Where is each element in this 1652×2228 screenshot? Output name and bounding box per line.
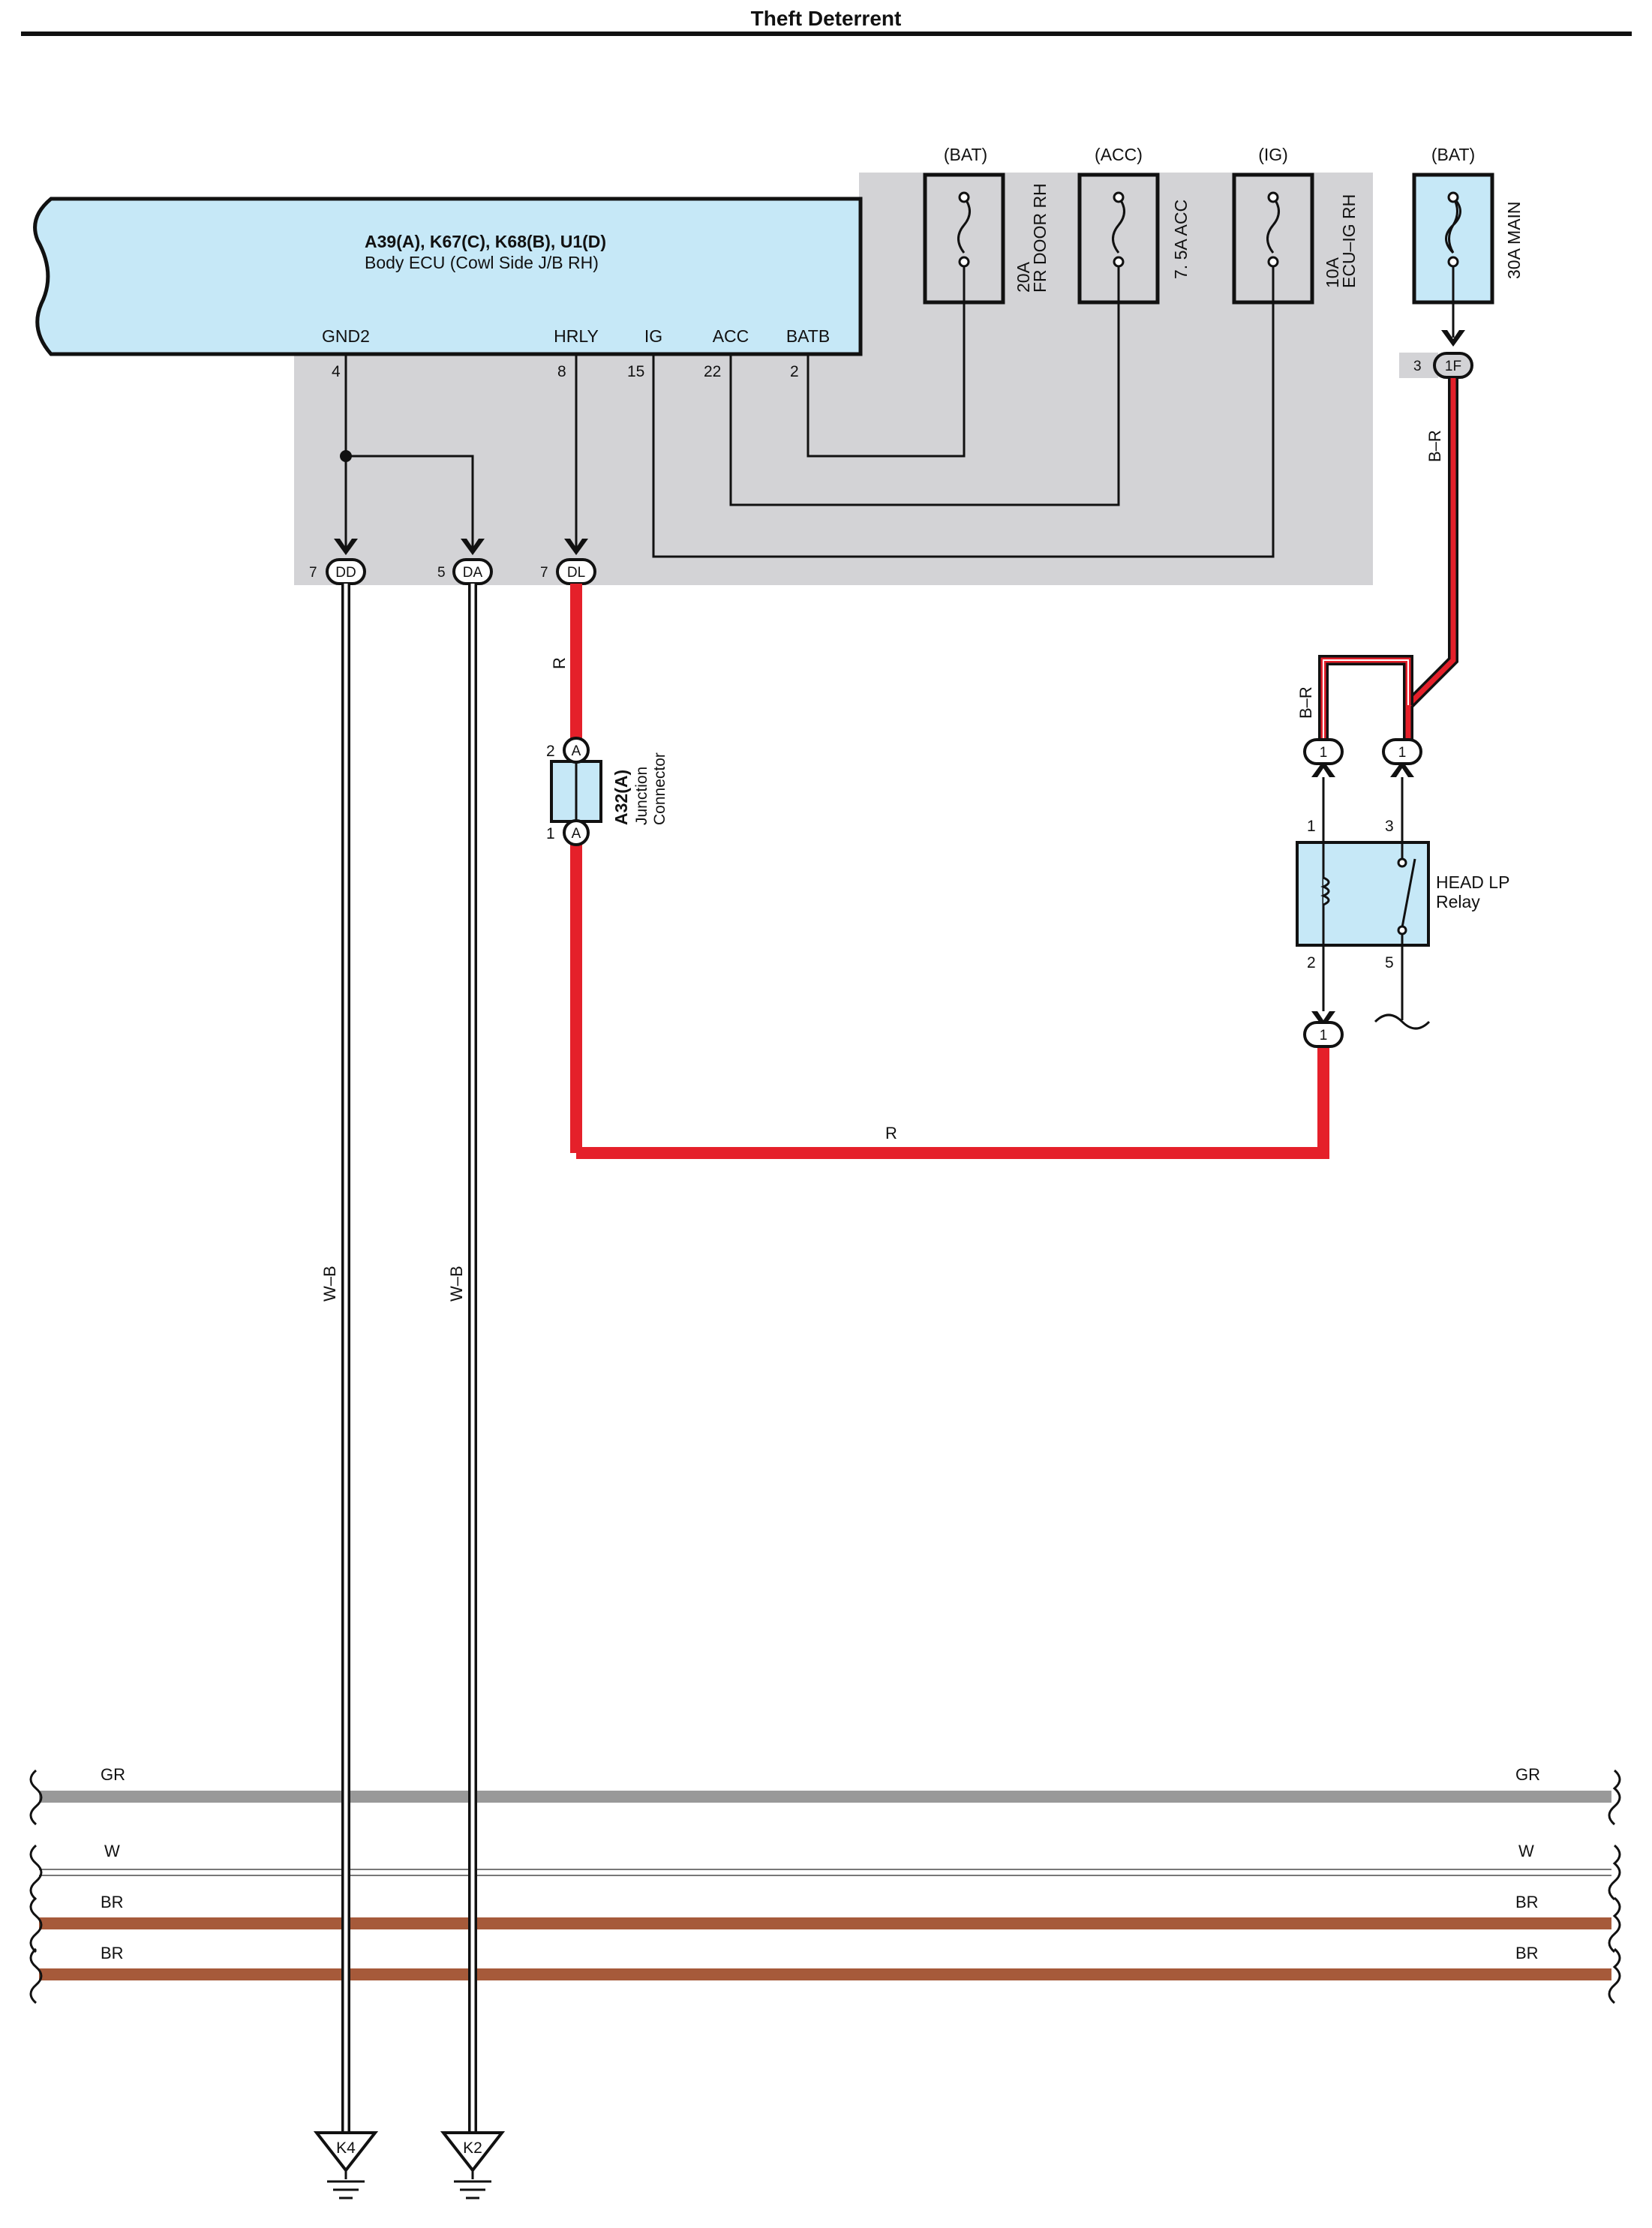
wire-label-w-b-left: W–B [320,1266,339,1302]
supply-label-ig: (IG) [1258,145,1288,164]
relay-switch-icon [1401,858,1416,928]
pin-num-hrly: 8 [557,363,566,380]
junction-name-2: Connector [651,752,668,825]
connector-da: 5 DA [437,558,493,585]
junction-block-area-lower [294,347,1373,585]
fusible-link-30a-main: 30A MAIN [1412,173,1524,305]
relay-pin-2: 2 [1307,954,1316,971]
relay-pin-3: 3 [1385,818,1394,835]
fuse-name: ECU–IG RH [1339,194,1359,288]
fuse-name: 7. 5A ACC [1171,200,1191,279]
junction-id: A32(A) [611,770,631,825]
bus-lines: GR GR W W BR BR BR BR [29,1765,1621,2004]
connector-pin: 5 [437,565,446,581]
pin-num-acc: 22 [704,363,721,380]
junction-letter-top: A [572,743,581,759]
ecu-name: Body ECU (Cowl Side J/B RH) [365,253,599,272]
relay-pin-1: 1 [1307,818,1316,835]
bus-br-1: BR BR [39,1893,1611,1929]
ground-id: K2 [463,2139,482,2157]
wire-break-icon [1374,1013,1431,1030]
junction-name-1: Junction [633,767,650,825]
supply-label-acc: (ACC) [1095,145,1143,164]
page-title: Theft Deterrent [751,7,902,30]
wire-label-r-vertical: R [550,657,569,669]
bus-label-left: W [104,1842,120,1860]
junction-letter-bottom: A [572,826,581,842]
connector-pin: 7 [540,565,548,581]
relay-connector-out: 1 [1303,1021,1344,1048]
relay-name-2: Relay [1436,892,1480,911]
wire-w-b-crossings [341,1785,477,1988]
bus-gr: GR GR [39,1765,1611,1803]
pin-name-batb: BATB [786,326,830,346]
bus-label-left: BR [101,1893,124,1911]
fusible-link-icon [1445,196,1461,254]
wire-b-r [1318,378,1458,740]
bus-label-right: BR [1515,1944,1539,1962]
bus-label-right: W [1518,1842,1534,1860]
connector-id: 1 [1398,745,1407,761]
ground-k2: K2 [440,2131,506,2199]
relay-name-1: HEAD LP [1436,872,1509,892]
bus-label-right: BR [1515,1893,1539,1911]
body-ecu-box [33,197,863,356]
ground-icon [454,2180,491,2199]
relay-pin-5: 5 [1385,954,1394,971]
wire-r [570,584,1329,1159]
relay-connector-coil-in: 1 [1303,738,1344,765]
connector-pin: 7 [309,565,317,581]
pin-num-ig: 15 [627,363,644,380]
pin-num-gnd2: 4 [332,363,341,380]
supply-label-bat-1: (BAT) [944,145,987,164]
ground-icon [327,2180,365,2199]
wire-label-w-b-right: W–B [447,1266,466,1302]
junction-pin-top: 2 [546,743,555,760]
connector-arrows [334,330,1465,1028]
connector-1f: 3 1F [1399,352,1473,379]
fuse-name: 30A MAIN [1504,201,1524,279]
relay-coil-icon [1320,876,1330,906]
pin-name-acc: ACC [713,326,749,346]
bus-label-left: BR [101,1944,124,1962]
pin-name-gnd2: GND2 [322,326,370,346]
wire-label-b-r-main: B–R [1425,430,1444,462]
fuse-icon [1266,197,1280,254]
bus-break-icons [29,1769,1621,2004]
junction-pin-bottom: 1 [546,825,555,842]
wire-label-b-r-relay: B–R [1296,686,1315,719]
connector-id: DD [335,565,356,581]
connector-id: DL [567,565,585,581]
fuse-icon [1112,197,1125,254]
wire-label-r-horizontal: R [885,1124,897,1143]
pin-name-hrly: HRLY [554,326,599,346]
connector-id: 1 [1320,745,1328,761]
connector-id: DA [463,565,483,581]
title-rule [21,32,1632,36]
fuse-rating: 20A [1014,261,1033,293]
connector-id: 1F [1445,359,1461,374]
ground-id: K4 [336,2139,356,2157]
ecu-connector-ids: A39(A), K67(C), K68(B), U1(D) [365,232,606,251]
splice-point [340,450,352,462]
fuse-rating: 10A [1323,257,1342,288]
pin-name-ig: IG [644,326,662,346]
fuse-icon [957,197,971,254]
pin-num-batb: 2 [790,363,799,380]
bus-label-left: GR [101,1765,125,1784]
head-lp-relay: 1 3 2 5 HEAD LP Relay [1296,777,1509,1030]
connector-pin: 3 [1413,359,1422,374]
bus-br-2: BR BR [39,1944,1611,1980]
junction-connector-a32: A A 2 1 A32(A) Junction Connector [546,737,668,846]
bus-label-right: GR [1515,1765,1540,1784]
fuse-name: FR DOOR RH [1030,183,1050,293]
connector-id: 1 [1320,1028,1328,1043]
relay-connector-switch-in: 1 [1382,738,1422,765]
supply-label-bat-2: (BAT) [1431,145,1475,164]
ground-k4: K4 [313,2131,379,2199]
bus-w: W W [39,1842,1611,1876]
